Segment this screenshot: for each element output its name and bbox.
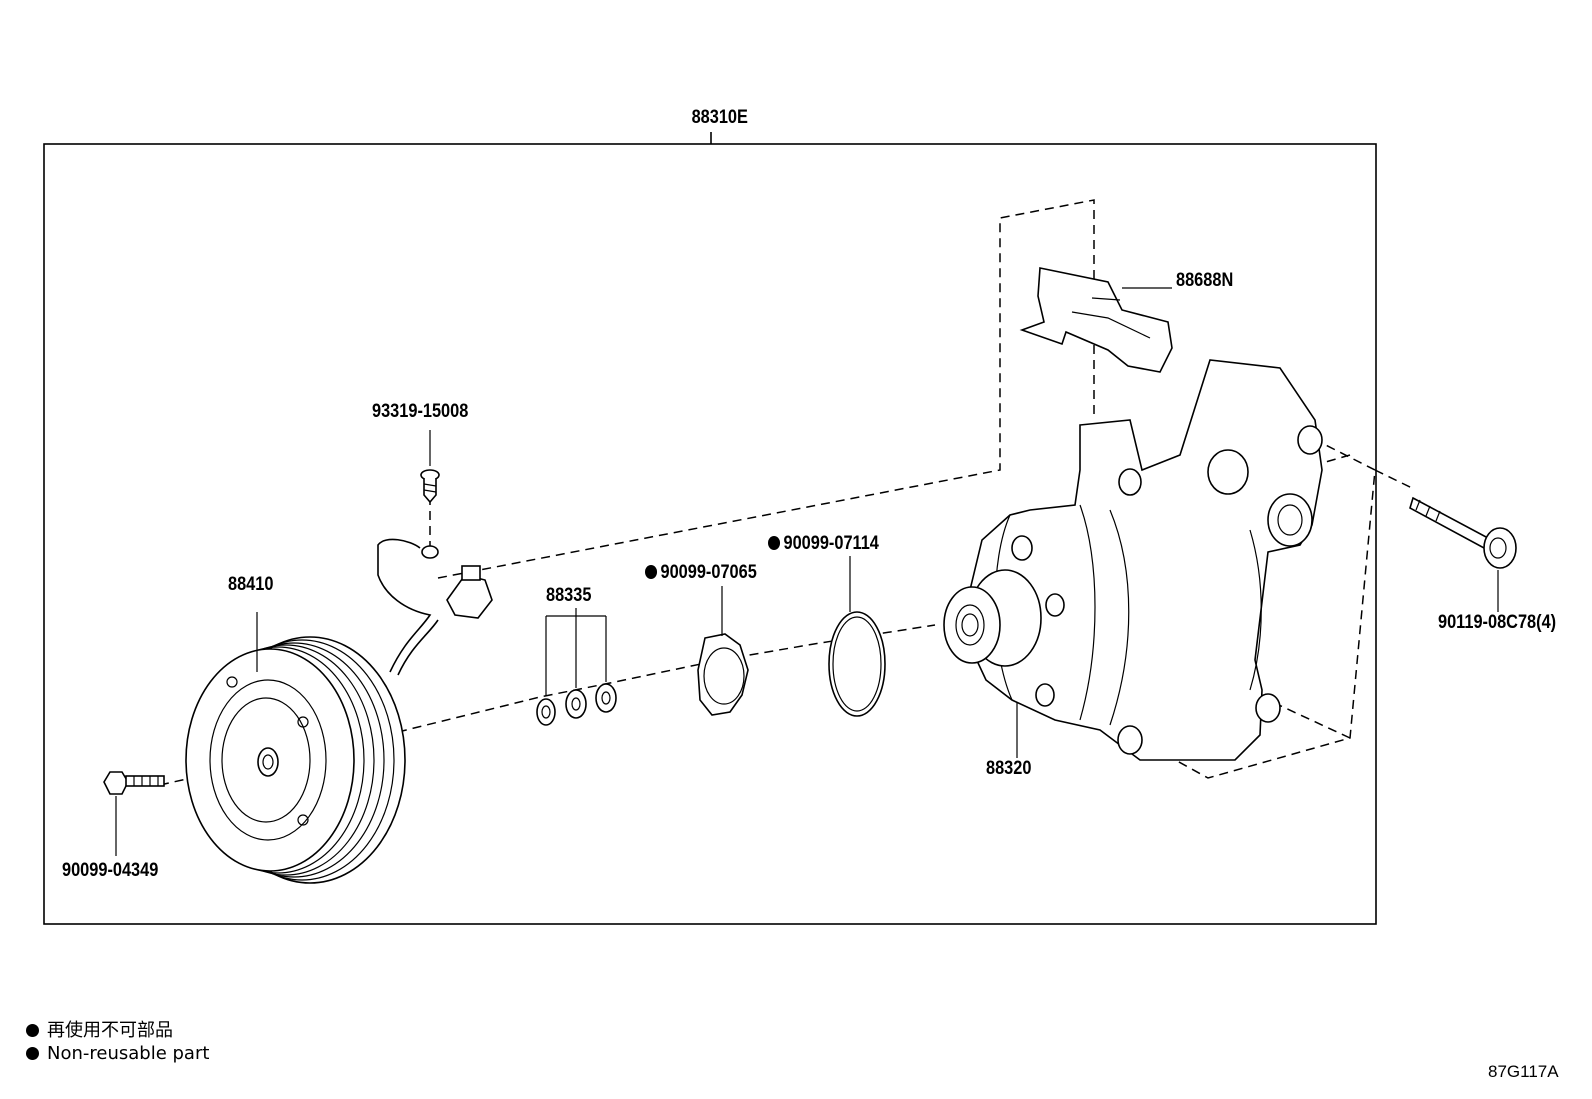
snap-ring-90099-07114	[828, 556, 886, 717]
compressor-88320	[943, 359, 1323, 761]
legend-en: Non-reusable part	[26, 1043, 209, 1064]
axis-line-bracket	[437, 199, 1095, 579]
label-text-90099-07065: 90099-07065	[660, 562, 757, 583]
legend-text-en: Non-reusable part	[47, 1043, 210, 1064]
bolt-90119	[1409, 496, 1517, 612]
legend-dot	[26, 1047, 39, 1060]
bolt-90099-04349	[103, 771, 165, 856]
label-88688N: 88688N	[1176, 270, 1234, 291]
label-90099-07065: 90099-07065	[645, 562, 757, 584]
legend-jp: 再使用不可部品	[26, 1016, 173, 1042]
label-assembly-88310E: 88310E	[691, 107, 748, 128]
snap-ring-90099-07065	[697, 586, 749, 716]
shims-88335	[536, 608, 617, 726]
label-90099-07114: 90099-07114	[768, 533, 879, 555]
label-90099-04349: 90099-04349	[62, 860, 159, 881]
legend-text-jp: 再使用不可部品	[47, 1020, 173, 1041]
assembly-frame	[43, 143, 1377, 925]
label-88335: 88335	[546, 585, 592, 606]
bracket-88688N	[1019, 267, 1173, 373]
legend-dot	[26, 1024, 39, 1037]
pulley-88410	[185, 538, 493, 884]
label-93319-15008: 93319-15008	[372, 401, 469, 422]
label-90119-08C78: 90119-08C78(4)	[1438, 612, 1557, 633]
non-reusable-marker	[768, 536, 781, 550]
label-88410: 88410	[228, 574, 274, 595]
label-text-90099-07114: 90099-07114	[783, 533, 879, 554]
non-reusable-marker	[645, 565, 658, 579]
figure-code: 87G117A	[1488, 1062, 1559, 1081]
label-88320: 88320	[986, 758, 1032, 779]
screw-93319	[420, 430, 440, 504]
